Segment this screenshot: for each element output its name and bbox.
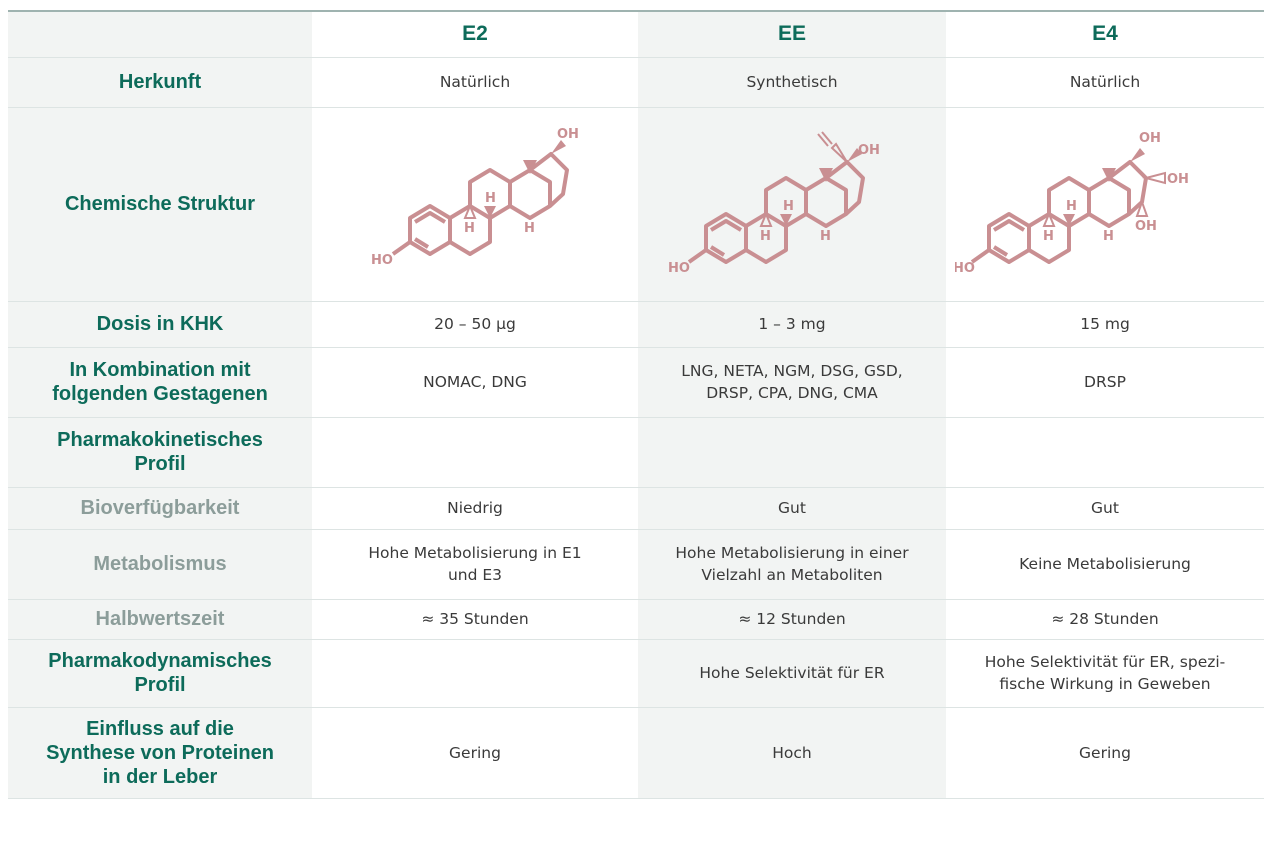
cell: ≈ 35 Stunden — [312, 599, 638, 640]
row-dosis: Dosis in KHK 20 – 50 µg 1 – 3 mg 15 mg — [8, 301, 1264, 348]
cell — [312, 639, 638, 708]
header-ee: EE — [638, 12, 946, 58]
cell: Natürlich — [312, 57, 638, 108]
cell: Gering — [312, 707, 638, 799]
row-metabolismus: Metabolismus Hohe Metabolisierung in E1 … — [8, 529, 1264, 600]
cell: Hohe Metabolisierung in einer Vielzahl a… — [638, 529, 946, 600]
svg-text:OH: OH — [1167, 172, 1189, 187]
row-label: Chemische Struktur — [8, 107, 312, 302]
row-label: In Kombination mit folgenden Gestagenen — [8, 347, 312, 418]
cell: Hoch — [638, 707, 946, 799]
cell: Gut — [638, 487, 946, 530]
header-empty — [8, 12, 312, 58]
row-halbwertszeit: Halbwertszeit ≈ 35 Stunden ≈ 12 Stunden … — [8, 599, 1264, 640]
cell: Keine Metabolisierung — [946, 529, 1264, 600]
svg-text:H: H — [1103, 229, 1114, 244]
cell: DRSP — [946, 347, 1264, 418]
svg-text:H: H — [524, 221, 535, 236]
row-bioverfuegbarkeit: Bioverfügbarkeit Niedrig Gut Gut — [8, 487, 1264, 530]
structure-cell-ee: OH HO H H H — [638, 107, 946, 302]
cell: 20 – 50 µg — [312, 301, 638, 348]
row-label: Bioverfügbarkeit — [8, 487, 312, 530]
cell: Hohe Selektivität für ER — [638, 639, 946, 708]
ee-structure-icon: OH HO H H H — [668, 131, 880, 276]
cell: Gering — [946, 707, 1264, 799]
svg-text:H: H — [1066, 199, 1077, 214]
svg-text:H: H — [783, 199, 794, 214]
cell: Hohe Selektivität für ER, spezi- fische … — [946, 639, 1264, 708]
cell — [312, 417, 638, 488]
cell: ≈ 12 Stunden — [638, 599, 946, 640]
structure-cell-e2: OH HO H H H — [312, 107, 638, 302]
row-label: Pharmakodynamisches Profil — [8, 639, 312, 708]
row-label: Herkunft — [8, 57, 312, 108]
cell: 1 – 3 mg — [638, 301, 946, 348]
cell: 15 mg — [946, 301, 1264, 348]
svg-text:H: H — [1043, 229, 1054, 244]
cell — [946, 417, 1264, 488]
svg-text:HO: HO — [668, 261, 690, 276]
row-label: Einfluss auf die Synthese von Proteinen … — [8, 707, 312, 799]
row-herkunft: Herkunft Natürlich Synthetisch Natürlich — [8, 57, 1264, 108]
e4-structure-icon: OH OH OH HO H H H — [955, 131, 1189, 276]
top-rule — [8, 10, 1264, 12]
row-proteinsynthese: Einfluss auf die Synthese von Proteinen … — [8, 707, 1264, 799]
row-kombination: In Kombination mit folgenden Gestagenen … — [8, 347, 1264, 418]
e2-structure-icon: OH HO H H H — [371, 127, 579, 268]
row-label: Halbwertszeit — [8, 599, 312, 640]
header-e4: E4 — [946, 12, 1264, 58]
row-label: Dosis in KHK — [8, 301, 312, 348]
header-e2: E2 — [312, 12, 638, 58]
cell: LNG, NETA, NGM, DSG, GSD, DRSP, CPA, DNG… — [638, 347, 946, 418]
svg-text:H: H — [464, 221, 475, 236]
svg-text:H: H — [820, 229, 831, 244]
svg-text:OH: OH — [557, 127, 579, 142]
svg-text:OH: OH — [1139, 131, 1161, 146]
row-label: Pharmakokinetisches Profil — [8, 417, 312, 488]
cell — [638, 417, 946, 488]
svg-text:OH: OH — [858, 143, 880, 158]
svg-text:H: H — [485, 191, 496, 206]
cell: ≈ 28 Stunden — [946, 599, 1264, 640]
cell: Niedrig — [312, 487, 638, 530]
row-pharmakokinetik: Pharmakokinetisches Profil — [8, 417, 1264, 488]
row-pharmakodynamik: Pharmakodynamisches Profil Hohe Selektiv… — [8, 639, 1264, 708]
cell: Natürlich — [946, 57, 1264, 108]
structure-cell-e4: OH OH OH HO H H H — [946, 107, 1264, 302]
cell: Synthetisch — [638, 57, 946, 108]
cell: Hohe Metabolisierung in E1 und E3 — [312, 529, 638, 600]
cell: Gut — [946, 487, 1264, 530]
estrogen-comparison-table: E2 EE E4 Herkunft Natürlich Synthetisch … — [8, 12, 1264, 799]
row-label: Metabolismus — [8, 529, 312, 600]
svg-text:H: H — [760, 229, 771, 244]
svg-text:OH: OH — [1135, 219, 1157, 234]
cell: NOMAC, DNG — [312, 347, 638, 418]
row-chemische-struktur: Chemische Struktur — [8, 107, 1264, 302]
svg-text:HO: HO — [955, 261, 975, 276]
header-row: E2 EE E4 — [8, 12, 1264, 58]
svg-text:HO: HO — [371, 253, 393, 268]
